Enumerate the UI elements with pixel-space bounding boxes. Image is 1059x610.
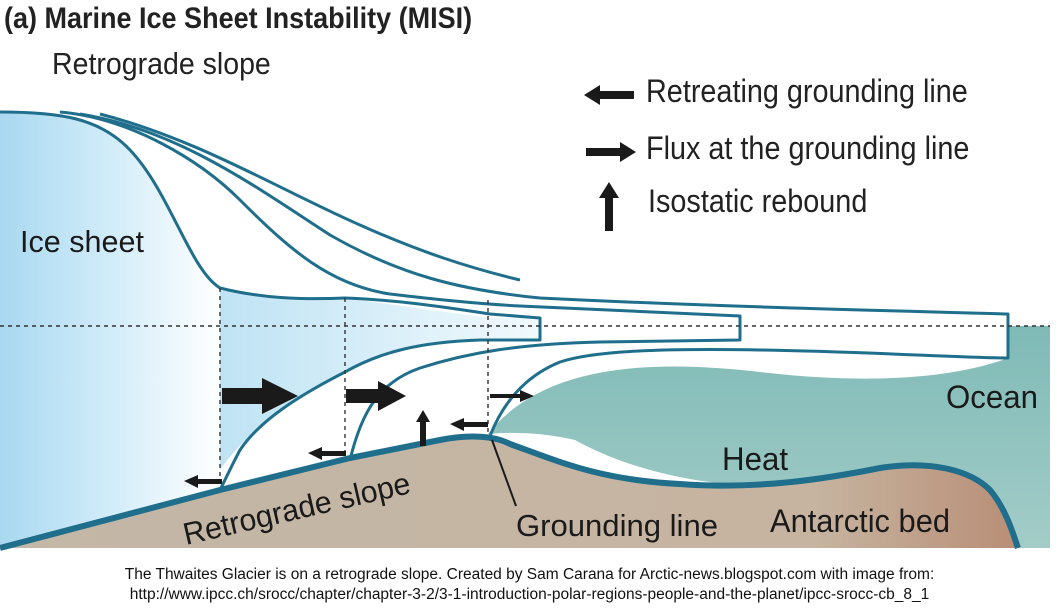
label-ocean: Ocean — [946, 379, 1038, 415]
label-ice-sheet: Ice sheet — [20, 224, 144, 259]
process-arrows — [184, 378, 534, 488]
caption-line-1: The Thwaites Glacier is on a retrograde … — [124, 566, 935, 583]
flux-arrow-small — [490, 390, 534, 402]
misi-diagram: Ice sheet Ocean Heat Antarctic bed Groun… — [0, 110, 1050, 552]
dashed-guides — [0, 288, 1050, 488]
legend-label-rebound: Isostatic rebound — [648, 183, 868, 219]
retreat-arrow-2 — [308, 447, 346, 460]
ice-profiles — [0, 110, 1010, 491]
page-title: (a) Marine Ice Sheet Instability (MISI) — [4, 2, 473, 35]
ice-sheet-body — [0, 112, 220, 548]
subtitle: Retrograde slope — [52, 46, 271, 81]
arrow-up-icon — [599, 182, 619, 231]
label-antarctic-bed: Antarctic bed — [770, 503, 950, 539]
flux-arrow-medium — [346, 381, 406, 411]
arrow-left-icon — [584, 85, 634, 105]
antarctic-bed — [0, 436, 1018, 548]
ice-sheet-extension — [220, 290, 540, 470]
caption-line-2: http://www.ipcc.ch/srocc/chapter/chapter… — [129, 586, 930, 603]
legend-label-retreating: Retreating grounding line — [646, 73, 968, 109]
grounding-line-pointer — [491, 439, 517, 507]
label-heat: Heat — [722, 441, 788, 477]
ocean-area — [488, 326, 1050, 548]
legend-label-flux: Flux at the grounding line — [646, 130, 970, 166]
rebound-arrow — [416, 410, 430, 446]
flux-arrow-large — [222, 378, 298, 414]
arrow-right-icon — [586, 142, 636, 162]
label-grounding-line: Grounding line — [516, 508, 718, 543]
retreat-arrow-3 — [450, 418, 488, 431]
retreat-arrow-1 — [184, 475, 222, 488]
bed-outline — [0, 433, 1021, 551]
